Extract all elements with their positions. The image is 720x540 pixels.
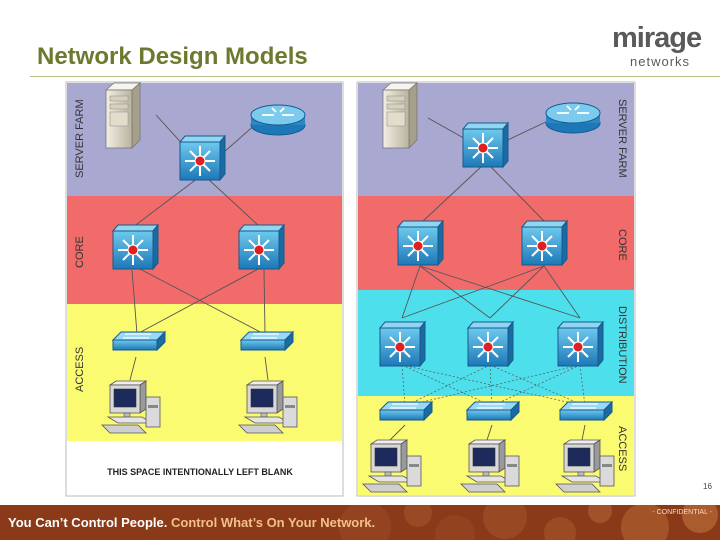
left-router-icon — [250, 104, 306, 136]
left-model: SERVER FARM CORE ACCESS THIS SPACE INTEN… — [65, 81, 344, 497]
right-label-access: ACCESS — [616, 426, 628, 471]
right-model: SERVER FARM CORE DISTRIBUTION ACCESS — [356, 81, 636, 497]
slogan-part-1: You Can’t Control People. — [8, 515, 168, 530]
blank-space-note: THIS SPACE INTENTIONALLY LEFT BLANK — [107, 467, 293, 477]
confidential-label: - CONFIDENTIAL - — [652, 509, 712, 516]
left-zone-access — [67, 304, 342, 441]
left-access-switch-2-icon — [240, 331, 294, 351]
right-access-switch-3-icon — [559, 401, 613, 421]
right-label-server-farm: SERVER FARM — [616, 99, 628, 178]
right-links — [401, 117, 581, 319]
right-router-icon — [545, 102, 601, 134]
logo-subtitle: networks — [630, 54, 691, 69]
left-access-switch-1-icon — [112, 331, 166, 351]
footer-slogan: You Can’t Control People. Control What’s… — [8, 515, 375, 530]
page-number: 16 — [703, 482, 712, 491]
left-server-icon — [105, 82, 141, 149]
network-diagram: SERVER FARM CORE ACCESS THIS SPACE INTEN… — [65, 81, 636, 497]
logo-word: mirage — [612, 22, 702, 54]
right-label-core: CORE — [616, 229, 628, 261]
left-zone-core — [67, 196, 342, 304]
left-serverfarm-switch-icon — [179, 135, 226, 181]
right-access-links — [389, 424, 586, 441]
left-core-switch-1-icon — [112, 224, 159, 270]
right-distribution-links — [401, 364, 586, 407]
right-distribution-switch-2-icon — [467, 321, 514, 367]
left-label-access: ACCESS — [74, 347, 86, 392]
left-links — [129, 114, 269, 381]
right-serverfarm-switch-icon — [462, 122, 509, 168]
slide-title: Network Design Models — [37, 43, 308, 70]
left-label-core: CORE — [74, 236, 86, 268]
right-server-icon — [382, 82, 418, 149]
right-distribution-switch-3-icon — [557, 321, 604, 367]
right-label-distribution: DISTRIBUTION — [616, 306, 628, 384]
left-label-server-farm: SERVER FARM — [74, 99, 86, 178]
right-distribution-switch-1-icon — [379, 321, 426, 367]
title-divider — [30, 76, 720, 77]
right-access-switch-1-icon — [379, 401, 433, 421]
right-access-switch-2-icon — [466, 401, 520, 421]
left-core-switch-2-icon — [238, 224, 285, 270]
right-core-switch-1-icon — [397, 220, 444, 266]
right-core-switch-2-icon — [521, 220, 568, 266]
mirage-logo: mirage networks — [612, 22, 710, 70]
footer-bubbles — [339, 505, 718, 540]
slogan-part-2: Control What’s On Your Network. — [171, 515, 376, 530]
footer-banner: You Can’t Control People. Control What’s… — [0, 505, 720, 540]
